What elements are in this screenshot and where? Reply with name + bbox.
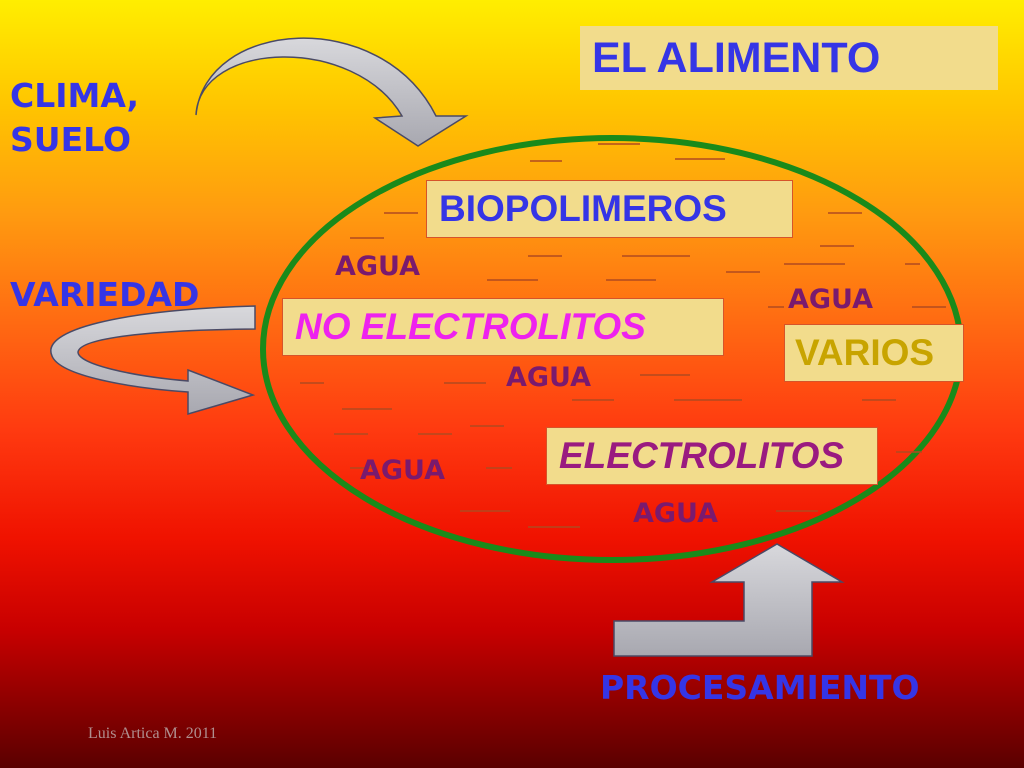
procesamiento-label: PROCESAMIENTO bbox=[600, 668, 920, 707]
electrolitos-box: ELECTROLITOS bbox=[546, 427, 878, 485]
agua-label: AGUA bbox=[506, 362, 592, 393]
biopolimeros-box: BIOPOLIMEROS bbox=[426, 180, 793, 238]
page-title: EL ALIMENTO bbox=[580, 26, 998, 90]
no-electrolitos-box: NO ELECTROLITOS bbox=[282, 298, 724, 356]
agua-label: AGUA bbox=[360, 455, 446, 486]
author-credit: Luis Artica M. 2011 bbox=[88, 725, 218, 742]
clima-suelo-label: CLIMA, SUELO bbox=[10, 74, 139, 162]
agua-label: AGUA bbox=[335, 251, 421, 282]
suelo-text: SUELO bbox=[10, 120, 132, 159]
agua-label: AGUA bbox=[788, 284, 874, 315]
agua-label: AGUA bbox=[633, 498, 719, 529]
clima-text: CLIMA, bbox=[10, 76, 140, 115]
procesamiento-arrow-icon bbox=[613, 543, 845, 657]
clima-arrow-icon bbox=[195, 37, 469, 147]
variedad-label: VARIEDAD bbox=[10, 275, 200, 314]
variedad-arrow-body-icon bbox=[50, 305, 256, 416]
varios-box: VARIOS bbox=[784, 324, 964, 382]
water-dashes bbox=[300, 143, 946, 528]
